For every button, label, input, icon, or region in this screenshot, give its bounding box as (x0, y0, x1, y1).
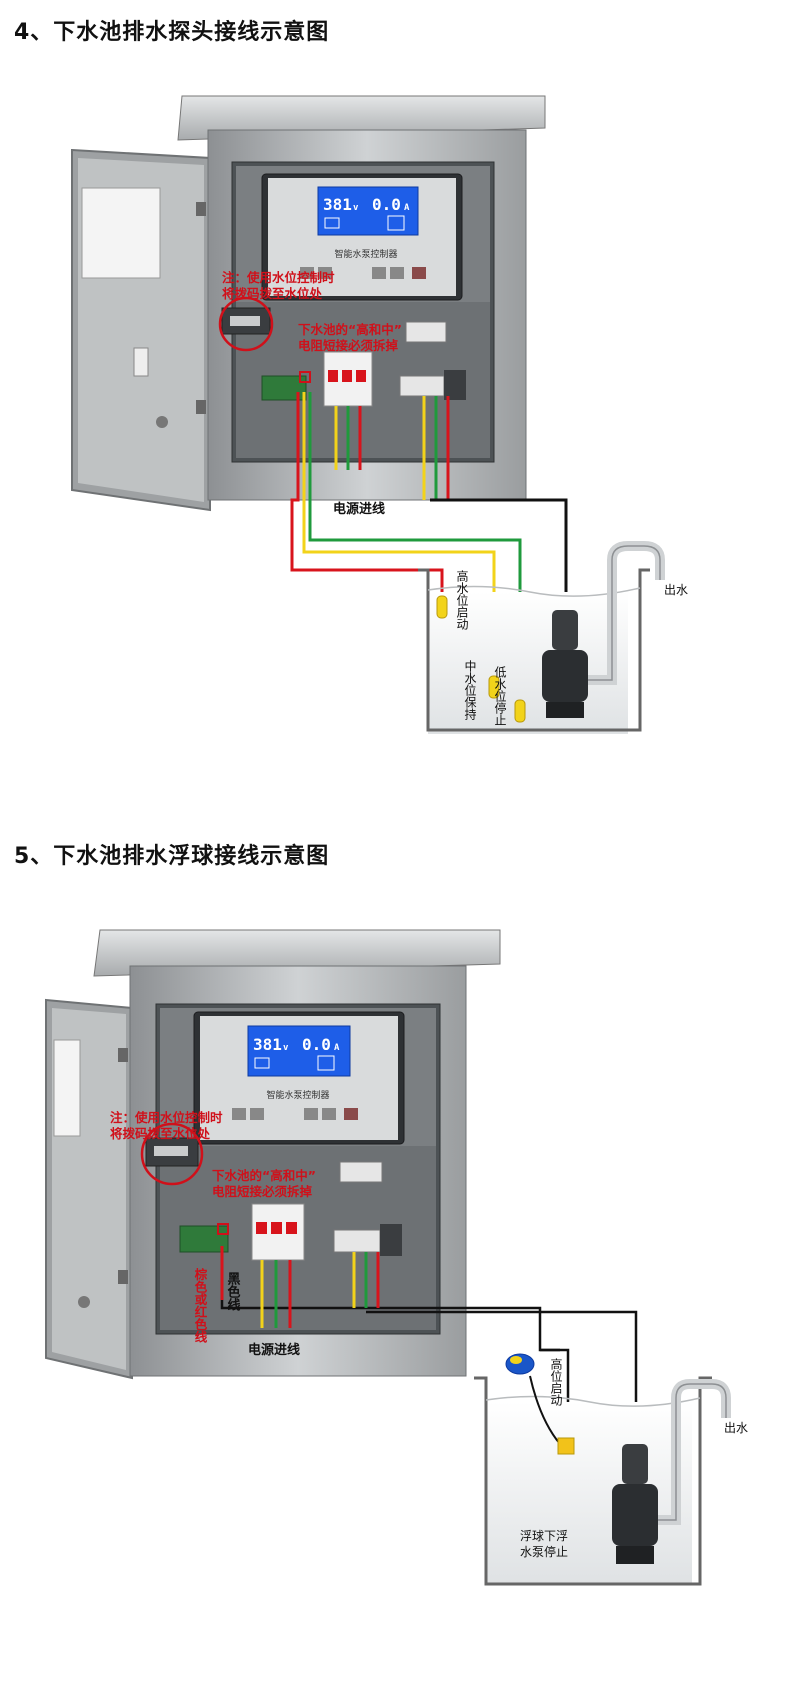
internal-components (218, 296, 490, 458)
panel-name: 智能水泵控制器 (266, 1089, 329, 1101)
float-stop-line-2: 水泵停止 (520, 1544, 568, 1559)
cabinet-door (45, 998, 133, 1380)
submersible-pump (542, 541, 665, 718)
power-label: 电源进线 (248, 1342, 300, 1358)
outlet-label: 出水 (724, 1421, 748, 1435)
power-label: 电源进线 (333, 501, 385, 517)
warn-line-2: 电阻短接必须拆掉 (298, 338, 399, 353)
probe-high-label: 高水位启动 (455, 569, 469, 630)
lcd-voltage: 381 (253, 1035, 282, 1054)
lcd-current-unit: A (404, 203, 410, 213)
lcd-current: 0.0 (302, 1035, 331, 1054)
warn-line-2: 电阻短接必须拆掉 (212, 1184, 313, 1199)
float-ball (505, 1353, 575, 1455)
cabinet-door (71, 148, 211, 512)
terminal-block (179, 1225, 229, 1253)
probe-mid-label: 中水位保持 (463, 659, 477, 720)
contactor (339, 1161, 383, 1183)
lcd-voltage-unit: v (353, 203, 359, 213)
probe-low (514, 699, 526, 723)
probe-mid (488, 675, 500, 699)
section5-title: 5、下水池排水浮球接线示意图 (14, 844, 330, 869)
contactor (405, 321, 447, 343)
lcd-voltage: 381 (323, 195, 352, 214)
submersible-pump (612, 1379, 731, 1564)
wire-brown-red-label: 棕色或红色线 (193, 1267, 208, 1344)
float-stop-line-1: 浮球下浮 (520, 1529, 568, 1543)
wires (220, 1246, 638, 1444)
lcd-current-unit: A (334, 1043, 340, 1053)
water-tank (418, 568, 650, 734)
lcd-voltage-unit: v (283, 1043, 289, 1053)
controller-panel: 381 v 0.0 A 智能水泵控制器 (193, 1011, 405, 1145)
probe-low-label: 低水位停止 (493, 666, 507, 726)
note-line-2: 将拨码拨至水位处 (110, 1126, 211, 1141)
lcd-display (317, 186, 419, 236)
float-high-label: 高位启动 (549, 1357, 563, 1406)
dip-switch-highlight (218, 296, 274, 352)
warn-line-1: 下水池的“高和中” (212, 1168, 316, 1183)
probe-wiring-diagram: 381 v 0.0 A 智能水泵控制器 注：使用水位控制时 将拨码拨至水位处 下… (71, 95, 688, 734)
lcd-current: 0.0 (372, 195, 401, 214)
wire-black-label: 黑色线 (225, 1272, 241, 1312)
internal-components (140, 1122, 436, 1330)
outlet-label: 出水 (664, 583, 688, 597)
note-line-2: 将拨码拨至水位处 (222, 286, 323, 301)
dip-switch-highlight (140, 1122, 204, 1186)
note-line-1: 注：使用水位控制时 (110, 1110, 223, 1125)
float-wiring-diagram: 381 v 0.0 A 智能水泵控制器 注：使用水位控制时 将拨码拨至水位处 下… (45, 929, 748, 1586)
warn-line-1: 下水池的“高和中” (298, 322, 402, 337)
section4-title: 4、下水池排水探头接线示意图 (14, 20, 330, 45)
controller-panel: 381 v 0.0 A 智能水泵控制器 (261, 173, 463, 301)
probe-high (436, 595, 448, 619)
note-line-1: 注：使用水位控制时 (222, 270, 335, 285)
probes (436, 595, 526, 723)
panel-name: 智能水泵控制器 (334, 248, 397, 260)
